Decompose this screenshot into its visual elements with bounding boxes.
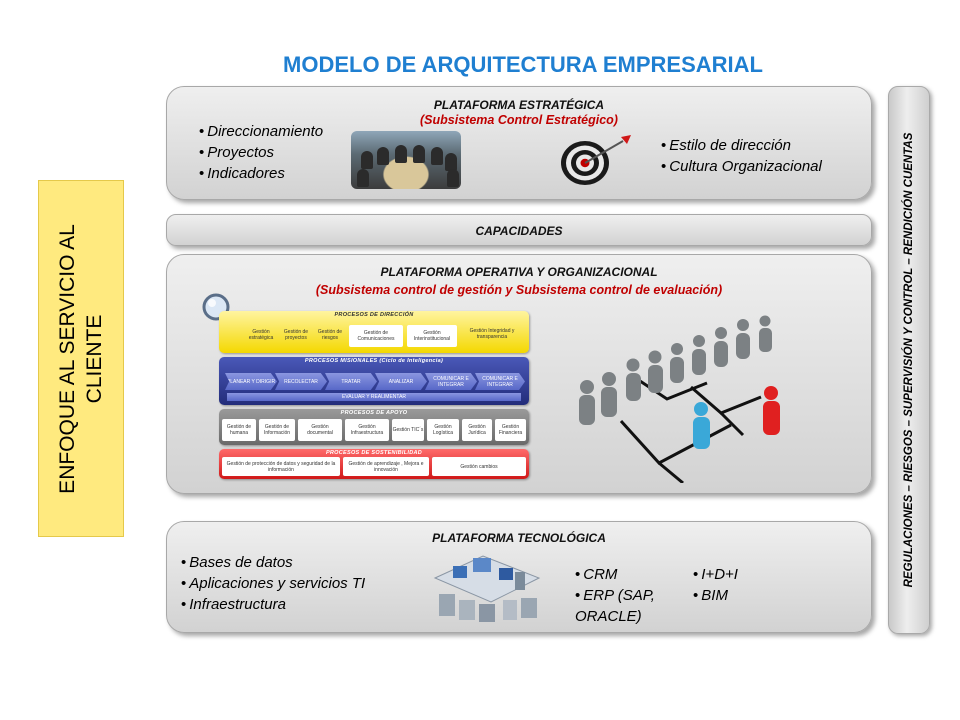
support-processes-band: PROCESOS DE APOYO Gestión de humana Gest… (219, 409, 529, 445)
support-cell: Gestión Financiera (495, 419, 526, 441)
support-cell: Gestión Logística (427, 419, 459, 441)
operational-platform-title: PLATAFORMA OPERATIVA Y ORGANIZACIONAL (380, 265, 658, 279)
list-item: Bases de datos (181, 552, 365, 573)
direction-processes-title: PROCESOS DE DIRECCIÓN (334, 312, 414, 318)
mission-processes-title: PROCESOS MISIONALES (Ciclo de Inteligenc… (304, 358, 444, 364)
regulations-band: REGULACIONES – RIESGOS – SUPERVISIÓN Y C… (888, 86, 930, 634)
sustainability-cell: Gestión cambios (432, 457, 526, 476)
sustainability-processes-band: PROCESOS DE SOSTENIBILIDAD Gestión de pr… (219, 449, 529, 479)
sustainability-cell: Gestión de aprendizaje , Mejora e innova… (343, 457, 429, 476)
support-cell: Gestión Jurídica (462, 419, 492, 441)
regulations-label: REGULACIONES – RIESGOS – SUPERVISIÓN Y C… (903, 132, 915, 588)
strategic-platform-title: PLATAFORMA ESTRATÉGICA (433, 98, 605, 112)
list-item: Proyectos (199, 142, 323, 163)
technology-platform-panel: PLATAFORMA TECNOLÓGICA Bases de datos Ap… (166, 521, 872, 633)
process-cell: Gestión Interinstitucional (407, 325, 457, 347)
target-dart-icon (561, 135, 631, 185)
process-cell: Gestión de riesgos (317, 329, 343, 341)
support-cell: Gestión de humana (222, 419, 256, 441)
mission-step: COMUNICAR E INTEGRAR (475, 373, 525, 390)
customer-focus-box: ENFOQUE AL SERVICIO AL CLIENTE (38, 180, 124, 537)
list-item: I+D+I (693, 564, 738, 585)
list-item: ORACLE) (575, 608, 642, 625)
mission-step: ANALIZAR (375, 373, 427, 390)
process-cell: Gestión estratégica (248, 329, 274, 341)
page-title: MODELO DE ARQUITECTURA EMPRESARIAL (283, 52, 763, 77)
mission-step: TRATAR (325, 373, 377, 390)
process-cell: Gestión Integridad y transparencia (469, 328, 515, 340)
technology-mid-list: CRM ERP (SAP, ORACLE) (575, 564, 655, 627)
list-item: Indicadores (199, 163, 323, 184)
list-item: Direccionamiento (199, 121, 323, 142)
direction-processes-band: PROCESOS DE DIRECCIÓN Gestión estratégic… (219, 311, 529, 353)
evaluate-feedback-bar: EVALUAR Y REALIMENTAR (227, 393, 521, 401)
org-chart-people-illustration (579, 315, 780, 483)
list-item: Estilo de dirección (661, 135, 822, 156)
list-item: Cultura Organizacional (661, 156, 822, 177)
strategic-right-list: Estilo de dirección Cultura Organizacion… (661, 135, 822, 177)
process-cell: Gestión de proyectos (283, 329, 309, 341)
technology-left-list: Bases de datos Aplicaciones y servicios … (181, 552, 365, 615)
it-infrastructure-illustration (433, 555, 541, 622)
process-cell: Gestión de Comunicaciones (349, 325, 403, 347)
strategic-platform-subtitle: (Subsistema Control Estratégico) (420, 113, 618, 127)
customer-focus-label: ENFOQUE AL SERVICIO AL CLIENTE (56, 223, 106, 494)
sustainability-cell: Gestión de protección de datos y segurid… (222, 457, 340, 476)
list-item: Aplicaciones y servicios TI (181, 573, 365, 594)
technology-right-list: I+D+I BIM (693, 564, 738, 606)
list-item: BIM (693, 585, 738, 606)
list-item: ERP (SAP, (575, 585, 655, 606)
operational-platform-panel: PLATAFORMA OPERATIVA Y ORGANIZACIONAL (S… (166, 254, 872, 494)
strategic-platform-panel: PLATAFORMA ESTRATÉGICA (Subsistema Contr… (166, 86, 872, 200)
meeting-photo (351, 131, 461, 189)
capabilities-bar: CAPACIDADES (166, 214, 872, 246)
mission-step: COMUNICAR E INTEGRAR (425, 373, 477, 390)
mission-step: PLANEAR Y DIRIGIR (225, 373, 277, 390)
list-item: Infraestructura (181, 594, 365, 615)
mission-step: RECOLECTAR (275, 373, 327, 390)
list-item: CRM (575, 564, 655, 585)
support-cell: Gestión de Información (259, 419, 295, 441)
support-cell: Gestión TIC´s (392, 419, 424, 441)
operational-platform-subtitle: (Subsistema control de gestión y Subsist… (315, 283, 723, 297)
support-cell: Gestión Infraestructura (345, 419, 389, 441)
support-cell: Gestión documental (298, 419, 342, 441)
sustainability-processes-title: PROCESOS DE SOSTENIBILIDAD (325, 450, 423, 456)
strategic-left-list: Direccionamiento Proyectos Indicadores (199, 121, 323, 184)
mission-processes-band: PROCESOS MISIONALES (Ciclo de Inteligenc… (219, 357, 529, 405)
support-processes-title: PROCESOS DE APOYO (340, 410, 408, 416)
technology-platform-title: PLATAFORMA TECNOLÓGICA (432, 531, 606, 545)
capabilities-title: CAPACIDADES (475, 224, 563, 238)
